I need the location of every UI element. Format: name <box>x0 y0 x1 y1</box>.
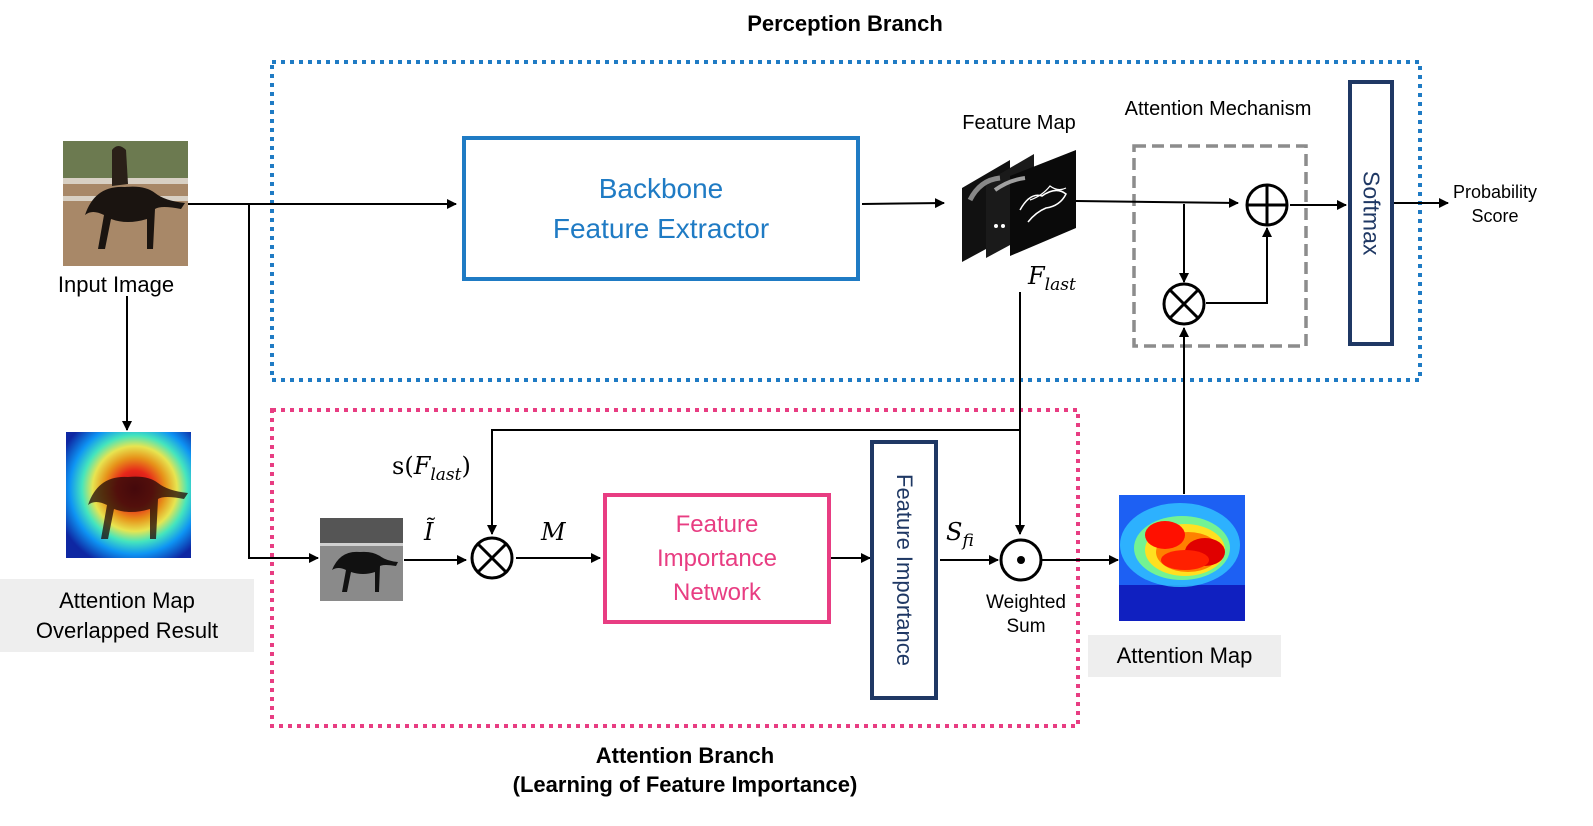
perception-branch-title: Perception Branch <box>747 11 943 36</box>
f-last-symbol: Flast <box>1028 262 1076 295</box>
backbone-line1: Backbone <box>598 172 724 204</box>
perception-branch-region <box>270 60 1422 382</box>
mask-symbol: M <box>541 518 566 546</box>
arrow-featuremap-to-oplus <box>1075 197 1239 208</box>
fin-line2: Importance <box>656 544 778 572</box>
score-suffix: ) <box>461 452 471 480</box>
fin-line3: Network <box>672 578 762 606</box>
masked-image-photo <box>320 518 403 601</box>
weighted-sum-line1: Weighted <box>986 592 1066 613</box>
softmax-box: Softmax <box>1348 80 1394 346</box>
attention-map-image <box>1119 495 1245 621</box>
attention-branch-title-line2: (Learning of Feature Importance) <box>512 772 858 797</box>
attention-mechanism-region <box>1132 144 1308 348</box>
score-symbol: F <box>413 452 431 480</box>
probability-line1: Probability <box>1452 182 1538 202</box>
attention-branch-title-line1: Attention Branch <box>595 743 775 768</box>
oplus-operator <box>1245 183 1289 227</box>
score-function-label: s(Flast) <box>392 452 471 485</box>
probability-line2: Score <box>1471 206 1519 226</box>
overlap-line2: Overlapped Result <box>35 618 219 643</box>
attention-branch-region <box>270 408 1080 728</box>
otimes-operator-mechanism <box>1162 282 1206 326</box>
overlap-line1: Attention Map <box>59 588 195 613</box>
score-subscript: last <box>430 464 462 485</box>
feature-importance-label: Feature Importance <box>892 474 917 666</box>
arrow-backbone-to-featuremap <box>861 198 945 209</box>
otimes-operator-branch <box>470 536 514 580</box>
attention-mechanism-label: Attention Mechanism <box>1124 98 1312 120</box>
probability-score-label: Probability Score <box>1440 180 1550 228</box>
backbone-line2: Feature Extractor <box>552 212 770 244</box>
input-image-label: Input Image <box>57 272 175 297</box>
attention-branch-title: Attention Branch (Learning of Feature Im… <box>440 741 930 799</box>
arrow-input-to-masked <box>248 204 319 563</box>
softmax-label: Softmax <box>1358 170 1385 256</box>
overlap-result-label: Attention Map Overlapped Result <box>0 579 254 652</box>
arrow-otimes-to-oplus <box>1206 227 1272 304</box>
sfi-base: S <box>946 518 963 546</box>
f-last-symbol-base: F <box>1028 262 1045 290</box>
feature-map-label: Feature Map <box>962 112 1076 134</box>
weighted-sum-label: Weighted Sum <box>966 591 1086 639</box>
attention-map-label: Attention Map <box>1088 635 1281 677</box>
input-image-photo <box>63 141 188 266</box>
sfi-symbol: Sfi <box>946 518 974 551</box>
score-prefix: s( <box>392 452 414 480</box>
arrow-score-to-otimes <box>487 429 1020 535</box>
weighted-sum-line2: Sum <box>1006 616 1046 637</box>
overlap-result-photo <box>66 432 191 558</box>
feature-map-stack <box>962 150 1076 262</box>
backbone-box: Backbone Feature Extractor <box>462 136 860 281</box>
fin-line1: Feature <box>675 510 759 538</box>
feature-importance-network-box: Feature Importance Network <box>603 493 831 624</box>
masked-image-symbol: Ĩ <box>424 518 434 546</box>
f-last-symbol-sub: last <box>1044 274 1076 295</box>
sfi-sub: fi <box>962 530 974 551</box>
feature-importance-box: Feature Importance <box>870 440 938 700</box>
